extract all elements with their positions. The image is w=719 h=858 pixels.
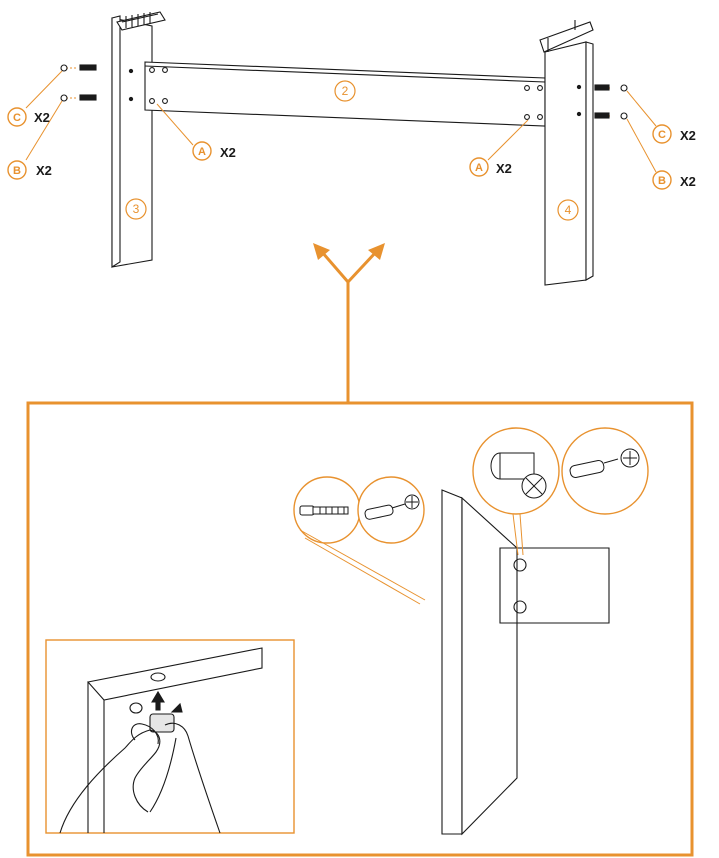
exploded-assembly [25,11,657,286]
svg-text:A: A [475,162,483,174]
panel-number-3: 3 [125,198,147,220]
panel-number-4: 4 [557,199,579,221]
svg-text:B: B [658,175,666,187]
svg-text:X2: X2 [680,128,696,143]
svg-text:X2: X2 [220,145,236,160]
callout-a-right: A X2 [469,157,512,177]
callout-b-right: B X2 [652,170,696,190]
detail-side-panel [441,489,610,836]
panel-number-2: 2 [334,80,356,102]
screwdriver-icon-2 [569,448,640,478]
svg-text:4: 4 [565,203,572,217]
screwdriver-icon [364,494,420,520]
svg-text:X2: X2 [680,174,696,189]
svg-text:X2: X2 [36,163,52,178]
svg-text:A: A [198,146,206,158]
leader-lines [25,70,657,173]
inset-hand-illustration [59,647,263,834]
svg-text:B: B [13,165,21,177]
callout-a-left: A X2 [192,141,236,161]
right-leg-panel [539,20,594,286]
detail-frame [26,401,694,857]
svg-text:X2: X2 [34,110,50,125]
left-bolts [60,64,97,102]
svg-text:2: 2 [342,84,349,98]
svg-text:X2: X2 [496,161,512,176]
svg-text:C: C [13,112,21,124]
callout-c-left: C X2 [7,107,50,127]
inset-frame [45,639,295,834]
right-bolts [594,84,628,120]
connector-arrow [313,243,385,404]
svg-text:C: C [658,129,666,141]
left-leg-panel [111,11,166,268]
callout-c-right: C X2 [652,124,696,144]
bolt-icon [299,505,349,516]
zoom-bolt-detail [293,476,426,605]
svg-text:3: 3 [133,202,140,216]
cam-nut-icon [490,452,547,499]
callout-b-left: B X2 [7,160,52,180]
